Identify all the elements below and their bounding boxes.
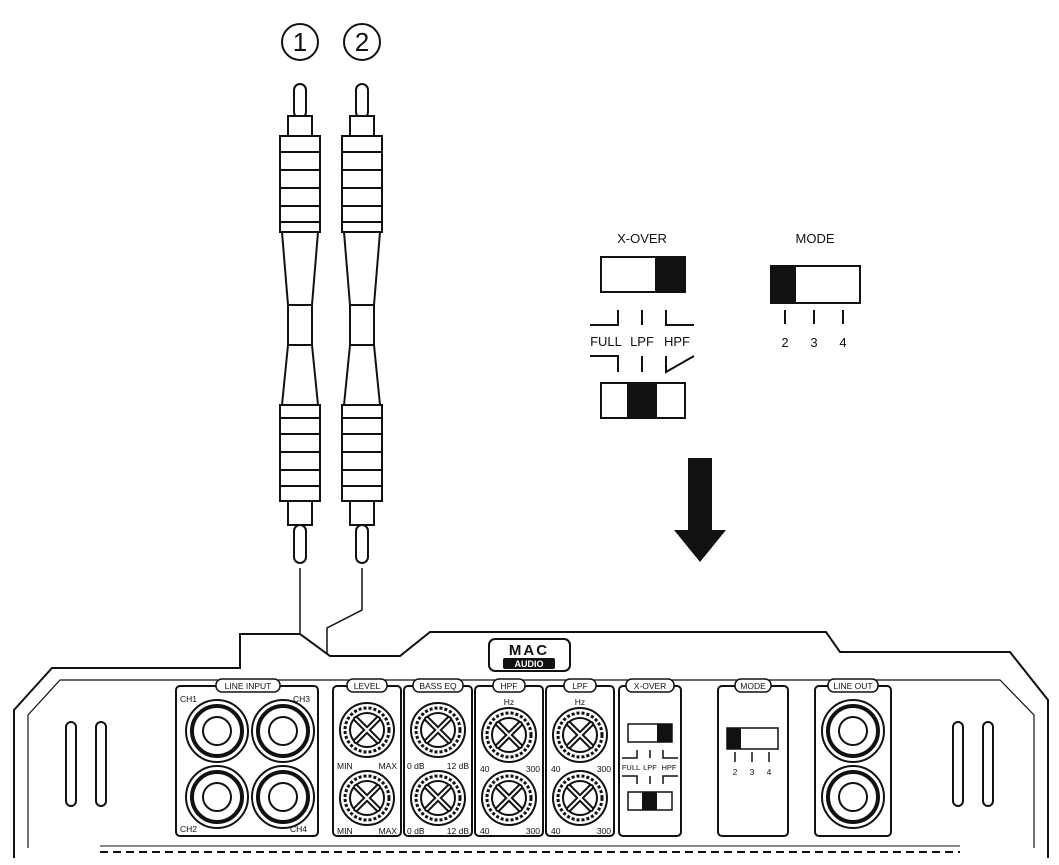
lpf-knob-1[interactable] — [553, 708, 607, 762]
vent-slot — [95, 721, 107, 807]
callout-1: 1 — [281, 23, 319, 61]
logo-line1: MAC — [509, 642, 549, 659]
ch2-label: CH2 — [180, 824, 197, 834]
mode-panel-3: 3 — [750, 767, 755, 777]
hpf-max-1: 300 — [526, 764, 540, 774]
level-max-1: MAX — [379, 761, 398, 771]
hpf-section: HPF Hz 40 300 40 300 — [474, 678, 544, 837]
vent-slot — [982, 721, 994, 807]
ch3-jack[interactable] — [250, 698, 316, 764]
level-knob-1[interactable] — [340, 703, 394, 757]
mode-detail-title: MODE — [796, 231, 835, 246]
xover-detail-full: FULL — [590, 334, 622, 349]
callout-1-label: 1 — [293, 27, 307, 57]
lpf-max-1: 300 — [597, 764, 611, 774]
vent-slot — [952, 721, 964, 807]
bass-eq-section: BASS EQ 0 dB 12 dB 0 dB 12 dB — [403, 678, 473, 837]
mode-panel-4: 4 — [767, 767, 772, 777]
lpf-section: LPF Hz 40 300 40 300 — [545, 678, 615, 837]
callout-2-label: 2 — [355, 27, 369, 57]
xover-switch-top-knob — [655, 257, 685, 292]
level-max-2: MAX — [379, 826, 398, 836]
xover-panel-lpf: LPF — [643, 763, 657, 772]
bass-eq-min-1: 0 dB — [407, 761, 425, 771]
line-out-jack-1[interactable] — [820, 698, 886, 764]
hpf-max-2: 300 — [526, 826, 540, 836]
mode-panel-2: 2 — [733, 767, 738, 777]
lpf-min-1: 40 — [551, 764, 561, 774]
rca-cable-1 — [279, 83, 321, 564]
lpf-max-2: 300 — [597, 826, 611, 836]
bass-eq-min-2: 0 dB — [407, 826, 425, 836]
lpf-unit: Hz — [575, 697, 585, 707]
ch3-label: CH3 — [293, 694, 310, 704]
mac-audio-logo: MAC AUDIO — [488, 638, 571, 672]
hpf-min-1: 40 — [480, 764, 490, 774]
line-out-title: LINE OUT — [833, 681, 872, 691]
level-min-1: MIN — [337, 761, 353, 771]
ch1-jack[interactable] — [184, 698, 250, 764]
ch1-label: CH1 — [180, 694, 197, 704]
mode-detail-2: 2 — [781, 335, 788, 350]
vent-slot — [65, 721, 77, 807]
line-out-section: LINE OUT — [814, 678, 892, 837]
mode-detail-3: 3 — [810, 335, 817, 350]
level-section: LEVEL MIN MAX MIN MAX — [332, 678, 402, 837]
hpf-knob-1[interactable] — [482, 708, 536, 762]
hpf-knob-2[interactable] — [482, 771, 536, 825]
xover-detail-hpf: HPF — [664, 334, 690, 349]
level-min-2: MIN — [337, 826, 353, 836]
logo-line2: AUDIO — [515, 659, 544, 669]
line-out-jack-2[interactable] — [820, 764, 886, 830]
xover-title: X-OVER — [634, 681, 667, 691]
mode-switch-knob — [771, 266, 796, 303]
xover-detail: X-OVER FULL LPF HPF — [590, 231, 695, 419]
rca-cable-2 — [341, 83, 383, 564]
mode-detail-4: 4 — [839, 335, 846, 350]
hpf-unit: Hz — [504, 697, 514, 707]
mode-title: MODE — [740, 681, 766, 691]
bass-eq-knob-1[interactable] — [411, 703, 465, 757]
bass-eq-title: BASS EQ — [419, 681, 457, 691]
xover-detail-title: X-OVER — [617, 231, 667, 246]
lpf-knob-2[interactable] — [553, 771, 607, 825]
callout-2: 2 — [343, 23, 381, 61]
mode-section: MODE 2 3 4 — [717, 678, 789, 837]
level-title: LEVEL — [354, 681, 381, 691]
hpf-min-2: 40 — [480, 826, 490, 836]
lpf-title: LPF — [572, 681, 588, 691]
xover-detail-lpf: LPF — [630, 334, 654, 349]
xover-switch-bottom-knob — [627, 383, 657, 418]
bass-eq-max-2: 12 dB — [447, 826, 470, 836]
line-input-section: LINE INPUT CH1 CH3 CH2 CH4 — [175, 678, 319, 837]
bass-eq-knob-2[interactable] — [411, 771, 465, 825]
ch4-jack[interactable] — [250, 764, 316, 830]
xover-section: X-OVER FULL LPF HPF — [618, 678, 682, 837]
lpf-min-2: 40 — [551, 826, 561, 836]
mode-detail: MODE 2 3 4 — [770, 231, 861, 350]
level-knob-2[interactable] — [340, 771, 394, 825]
bass-eq-max-1: 12 dB — [447, 761, 470, 771]
xover-panel-hpf: HPF — [662, 763, 677, 772]
xover-panel-full: FULL — [622, 763, 640, 772]
down-arrow-icon — [674, 458, 726, 562]
ch4-label: CH4 — [290, 824, 307, 834]
ch2-jack[interactable] — [184, 764, 250, 830]
line-input-title: LINE INPUT — [225, 681, 272, 691]
hpf-title: HPF — [501, 681, 518, 691]
